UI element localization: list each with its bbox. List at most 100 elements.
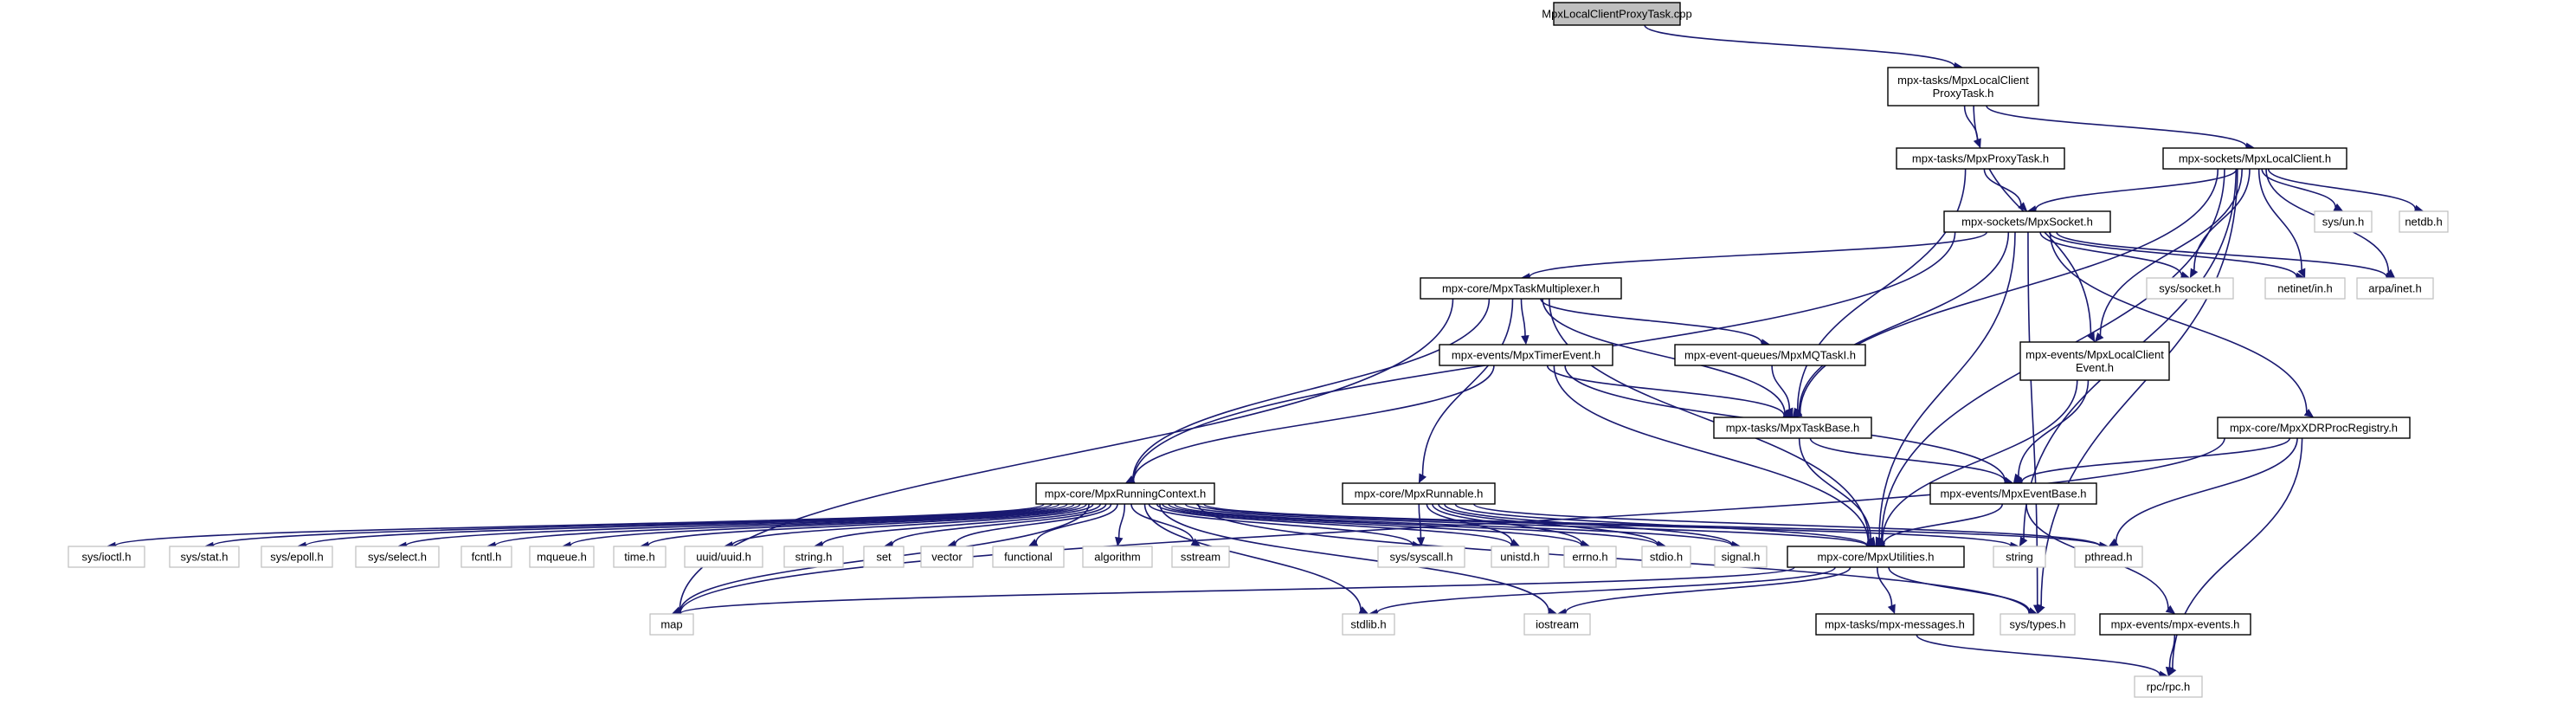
node-label-systypes: sys/types.h: [2009, 618, 2065, 631]
node-xdr[interactable]: mpx-core/MpxXDRProcRegistry.h: [2217, 417, 2411, 439]
edge-rctx-to-select: [405, 503, 1068, 547]
node-label-lcev-line1: mpx-events/MpxLocalClient: [2025, 348, 2164, 361]
arrowhead-lclient-to-lcev: [2094, 332, 2104, 343]
edge-sock-to-netinet: [2048, 231, 2297, 277]
edge-timer-to-util: [1553, 365, 1870, 543]
node-label-unistd: unistd.h: [1500, 551, 1540, 564]
node-messages[interactable]: mpx-tasks/mpx-messages.h: [1815, 613, 1974, 636]
node-syscall: sys/syscall.h: [1377, 546, 1465, 568]
node-box-mqueue: [529, 546, 595, 568]
arrowhead-evbase-to-events: [2165, 604, 2176, 615]
edge-rctx-to-epoll: [305, 503, 1060, 547]
node-box-rpc: [2134, 675, 2203, 698]
node-label-set: set: [876, 551, 892, 564]
arrowhead-mq-to-tbase: [1785, 407, 1794, 418]
edge-sock-to-systypes: [2027, 231, 2038, 606]
arrowhead-rctx-to-stdlib: [1358, 606, 1369, 615]
edge-root-to-lcpt: [1644, 24, 1955, 68]
edge-timer-to-rctx: [1132, 365, 1495, 481]
node-label-events: mpx-events/mpx-events.h: [2111, 618, 2240, 631]
node-box-iostream: [1523, 613, 1591, 636]
node-box-select: [355, 546, 440, 568]
node-label-syssock: sys/socket.h: [2159, 282, 2221, 295]
node-label-runn: mpx-core/MpxRunnable.h: [1355, 488, 1484, 501]
node-box-netinet: [2264, 277, 2346, 300]
edge-lclient-to-lcev: [2099, 168, 2243, 336]
node-box-systypes: [2000, 613, 2076, 636]
node-label-fcntl: fcntl.h: [472, 551, 502, 564]
edge-rctx-to-fcntl: [494, 503, 1075, 547]
node-proxy[interactable]: mpx-tasks/MpxProxyTask.h: [1896, 147, 2065, 170]
node-timer[interactable]: mpx-events/MpxTimerEvent.h: [1439, 344, 1613, 366]
arrowhead-tmux-to-runn: [1418, 473, 1427, 484]
edge-mq-to-tbase: [1771, 365, 1791, 410]
edge-runn-to-errno: [1432, 503, 1583, 545]
node-tbase[interactable]: mpx-tasks/MpxTaskBase.h: [1713, 417, 1872, 439]
edge-rctx-to-iostream: [1159, 503, 1550, 612]
edge-rctx-to-time: [647, 503, 1087, 546]
arrowhead-xdr-to-pthread: [2108, 538, 2119, 547]
node-box-rctx: [1035, 482, 1215, 505]
node-lcpt[interactable]: mpx-tasks/MpxLocalClientProxyTask.h: [1887, 67, 2039, 107]
edge-rctx-to-string: [1195, 503, 2012, 547]
node-events[interactable]: mpx-events/mpx-events.h: [2099, 613, 2251, 636]
edge-tmux-to-util: [1549, 298, 1870, 541]
node-box-stat: [169, 546, 240, 568]
edge-lcev-to-util: [1881, 379, 2078, 541]
node-lclient[interactable]: mpx-sockets/MpxLocalClient.h: [2162, 147, 2347, 170]
edge-lclient-to-netinet: [2257, 168, 2302, 270]
edge-events-to-rpc: [2168, 634, 2176, 668]
node-label-uuid: uuid/uuid.h: [696, 551, 751, 564]
node-functional: functional: [992, 546, 1065, 568]
arrowhead-lclient-to-syssock: [2189, 268, 2199, 279]
node-tmux[interactable]: mpx-core/MpxTaskMultiplexer.h: [1420, 277, 1622, 300]
node-rctx[interactable]: mpx-core/MpxRunningContext.h: [1035, 482, 1215, 505]
edge-lclient-to-sock: [2035, 168, 2238, 210]
node-pthread: pthread.h: [2074, 546, 2143, 568]
node-label-tbase: mpx-tasks/MpxTaskBase.h: [1726, 422, 1860, 435]
edge-tmux-to-tbase: [1542, 298, 1786, 414]
node-label-netdb: netdb.h: [2405, 216, 2442, 229]
node-label-messages: mpx-tasks/mpx-messages.h: [1825, 618, 1965, 631]
node-box-stdlib: [1342, 613, 1395, 636]
node-evbase[interactable]: mpx-events/MpxEventBase.h: [1929, 482, 2097, 505]
node-util[interactable]: mpx-core/MpxUtilities.h: [1787, 546, 1965, 568]
node-sock[interactable]: mpx-sockets/MpxSocket.h: [1943, 210, 2111, 233]
node-box-sstream: [1171, 546, 1230, 568]
edge-rctx-to-mqueue: [570, 503, 1081, 546]
node-box-stringh: [783, 546, 844, 568]
node-label-root: MpxLocalClientProxyTask.cpp: [1542, 8, 1691, 21]
node-box-lcpt: [1887, 67, 2039, 107]
node-epoll: sys/epoll.h: [261, 546, 333, 568]
node-stringh: string.h: [783, 546, 844, 568]
node-box-signal: [1714, 546, 1768, 568]
edge-util-to-map: [679, 566, 1795, 615]
node-box-root: [1553, 2, 1681, 26]
edge-rctx-to-uuid: [731, 503, 1094, 546]
node-box-unistd: [1491, 546, 1549, 568]
node-label-errno: errno.h: [1572, 551, 1607, 564]
node-label-string: string: [2006, 551, 2033, 564]
edge-rctx-to-vector: [954, 503, 1112, 545]
edge-lcpt-to-proxy: [1963, 105, 1979, 140]
edge-rctx-to-util: [1184, 503, 1868, 547]
edge-rctx-to-stat: [212, 503, 1053, 547]
node-label-functional: functional: [1004, 551, 1053, 564]
edge-messages-to-rpc: [1916, 634, 2161, 675]
node-uuid: uuid/uuid.h: [684, 546, 763, 568]
node-stat: sys/stat.h: [169, 546, 240, 568]
node-box-xdr: [2217, 417, 2411, 439]
node-sysun: sys/un.h: [2314, 210, 2373, 233]
node-iostream: iostream: [1523, 613, 1591, 636]
node-netdb: netdb.h: [2399, 210, 2449, 233]
arrowhead-lclient-to-sysun: [2333, 203, 2344, 212]
node-label-stat: sys/stat.h: [181, 551, 229, 564]
node-runn[interactable]: mpx-core/MpxRunnable.h: [1342, 482, 1496, 505]
node-label-lcpt-line2: ProxyTask.h: [1933, 87, 1994, 100]
edge-rctx-to-stdlib: [1143, 503, 1362, 610]
node-mq[interactable]: mpx-event-queues/MpxMQTaskI.h: [1674, 344, 1866, 366]
node-box-tbase: [1713, 417, 1872, 439]
node-box-algorithm: [1082, 546, 1153, 568]
node-box-runn: [1342, 482, 1496, 505]
